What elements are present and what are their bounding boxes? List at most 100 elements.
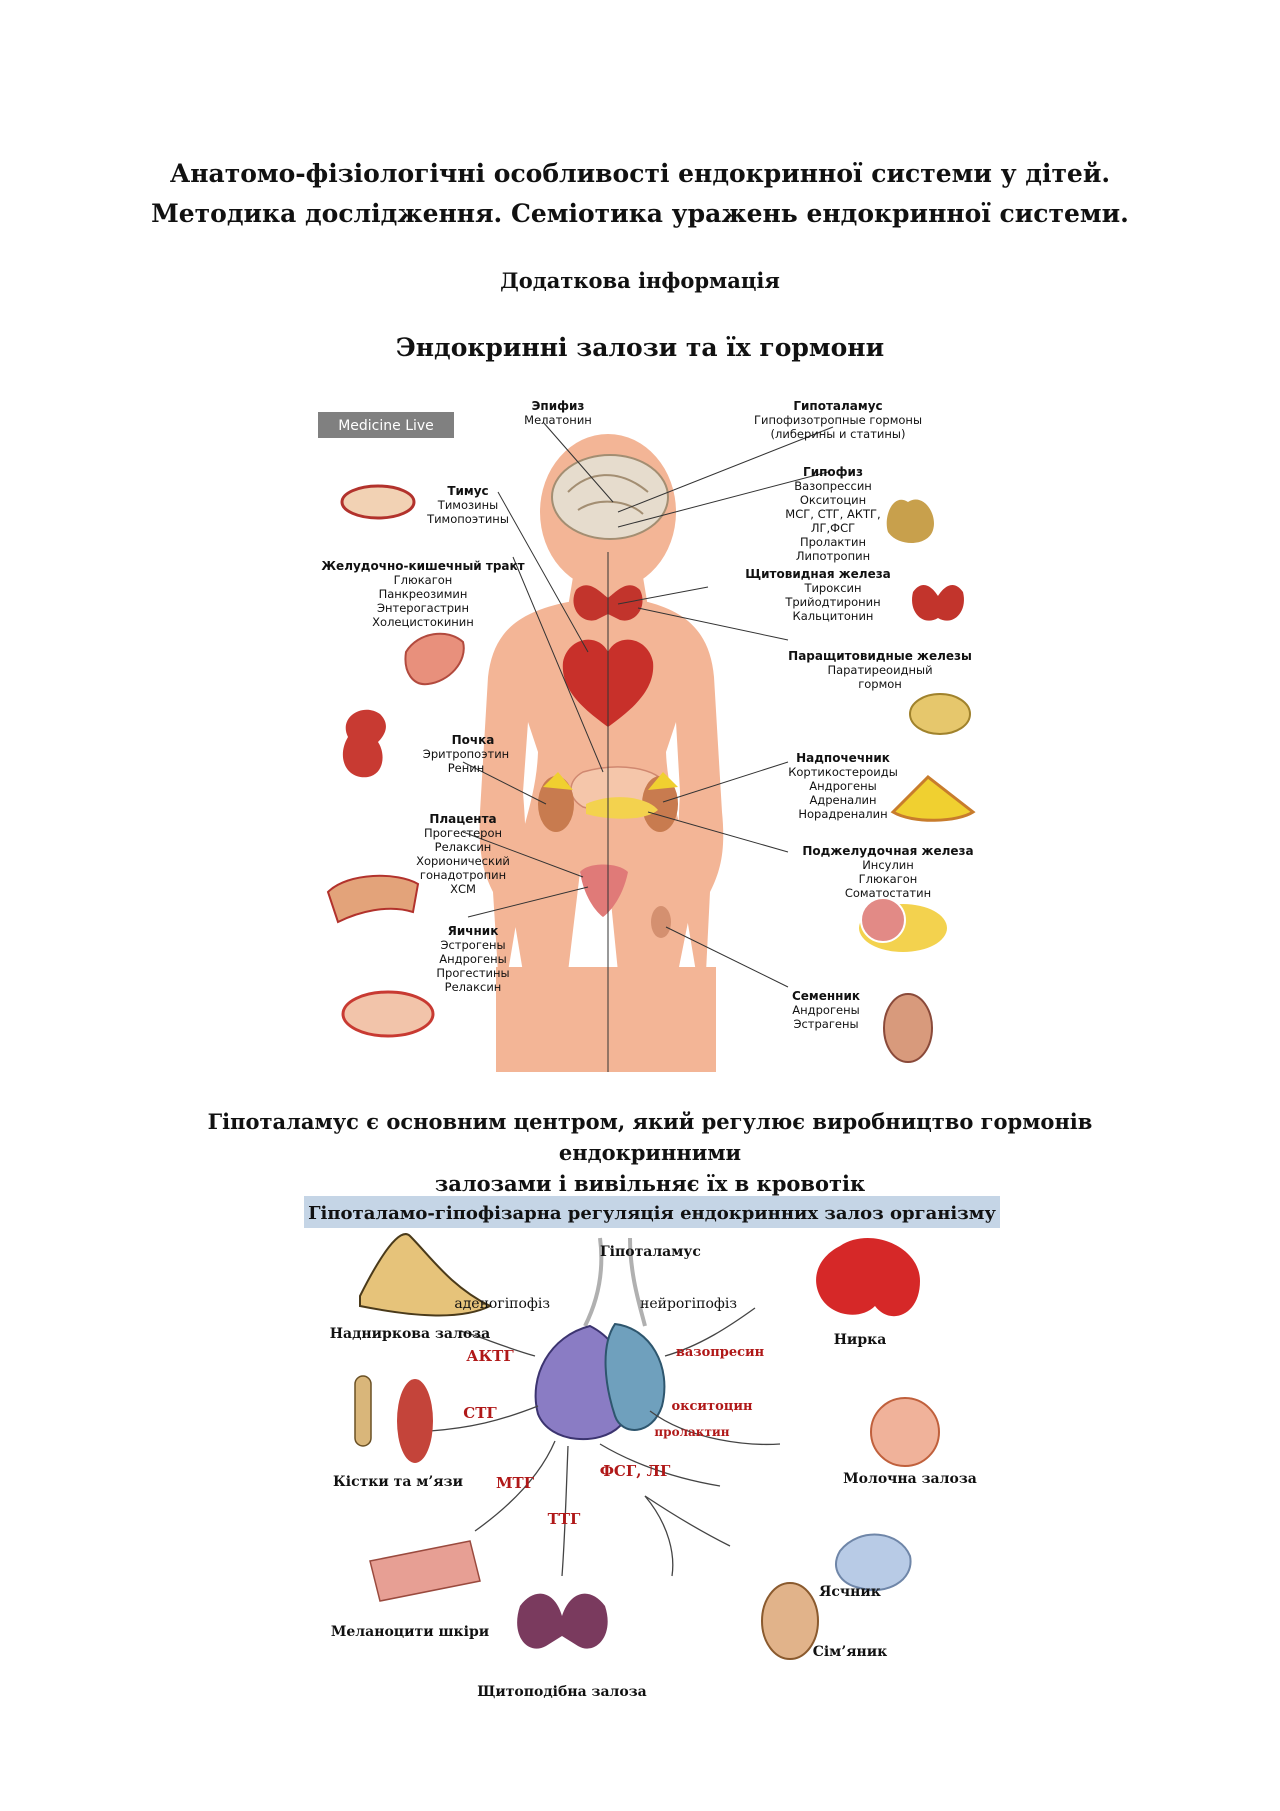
adrenal-illustration [543, 772, 678, 790]
document-subtitle: Додаткова інформація [500, 268, 780, 293]
mammary-illustration [870, 1397, 940, 1467]
adrenal-label: Наднирковa залоза [330, 1326, 490, 1342]
gut-illustration [404, 632, 465, 686]
gland-name: Семенник [792, 989, 860, 1003]
brain-illustration [551, 454, 669, 540]
gland-hormone: Эритропоэтин [423, 747, 509, 761]
gland-hormone: Тимопоэтины [426, 512, 509, 526]
gland-hormone: Холецистокинин [372, 615, 474, 629]
gland-placenta: Плацента Прогестерон Релаксин Хорионичес… [416, 812, 510, 896]
gland-hormone: Хорионический [416, 854, 510, 868]
kidney-label: Нирка [834, 1332, 887, 1348]
neurohypophysis-illustration [604, 1322, 666, 1431]
gland-hormone: Энтерогастрин [377, 601, 469, 615]
statement-line-1: Гіпоталамус є основним центром, який рег… [207, 1109, 1093, 1165]
gland-name: Желудочно-кишечный тракт [321, 559, 524, 573]
hypothalamic-pituitary-figure: Гіпоталамо-гіпофізарна регуляція ендокри… [304, 1196, 1000, 1700]
testis-label: Сім’яник [813, 1644, 888, 1660]
stg-label: СТГ [463, 1404, 497, 1422]
parathyroid-illustration [909, 693, 971, 735]
ovary-label: Ясчник [819, 1584, 881, 1600]
gland-hormone: Андрогены [439, 952, 506, 966]
fsh-lh-label: ФСГ, ЛГ [600, 1462, 671, 1480]
testis-outer-illustration [883, 993, 933, 1063]
gland-testis: Семенник Андрогены Эстрагены [792, 989, 860, 1031]
gland-hormone: Кортикостероиды [788, 765, 898, 779]
regulation-arrows [429, 1307, 781, 1577]
skin-illustration [369, 1540, 481, 1602]
gland-name: Тимус [447, 484, 488, 498]
adrenal-outer-illustration [890, 775, 976, 822]
mtg-label: МТГ [496, 1474, 535, 1492]
gland-pancreas: Поджелудочная железа Инсулин Глюкагон Со… [802, 844, 973, 900]
gland-thyroid: Щитовидная железа Тироксин Трийодтиронин… [745, 567, 891, 623]
gland-hormone: Глюкагон [859, 872, 918, 886]
islet-illustration [860, 897, 906, 943]
acth-label: АКТГ [466, 1347, 514, 1365]
oxytocin-label: окситоцин [671, 1399, 753, 1414]
gland-hormone: Андрогены [809, 779, 876, 793]
hypothalamus-statement: Гіпоталамус є основним центром, який рег… [120, 1106, 1180, 1199]
hypothalamus-stalk [583, 1237, 647, 1327]
gland-hormone: Андрогены [792, 1003, 859, 1017]
gland-hormone: Эстрогены [440, 938, 505, 952]
section-title: Эндокринні залози та їх гормони [395, 333, 885, 362]
pancreas-illustration [586, 797, 658, 819]
gland-name: Почка [452, 733, 495, 747]
gland-hormone: Инсулин [862, 858, 914, 872]
gland-pineal: Эпифиз Мелатонин [524, 399, 592, 427]
prolactin-label: пролактин [654, 1425, 729, 1439]
gland-kidney: Почка Эритропоэтин Ренин [423, 733, 509, 775]
gland-hormone: гормон [858, 677, 902, 691]
gland-adrenal: Надпочечник Кортикостероиды Андрогены Ад… [788, 751, 898, 821]
gland-pituitary: Гипофиз Вазопрессин Окситоцин МСГ, СТГ, … [785, 465, 880, 563]
gland-name: Щитовидная железа [745, 567, 891, 581]
document-title-line-1: Анатомо-фізіологічні особливості ендокри… [169, 159, 1111, 188]
muscle-illustration [397, 1379, 433, 1463]
gland-hormone: Ренин [448, 761, 485, 775]
gland-hypothalamus: Гипоталамус Гипофизотропные гормоны (либ… [754, 399, 922, 441]
gland-hormone: Соматостатин [845, 886, 931, 900]
thymus-illustration [340, 484, 416, 520]
gland-name: Гипофиз [803, 465, 863, 479]
bone-illustration [354, 1375, 372, 1447]
gland-hormone: ХСМ [450, 882, 476, 896]
figure2-title-bar [304, 1196, 1000, 1228]
gland-hormone: (либерины и статины) [771, 427, 906, 441]
leader-lines [462, 421, 834, 1072]
thyroid-outer-illustration [912, 584, 964, 621]
gland-hormone: Панкреозимин [379, 587, 468, 601]
gland-hormone: Эстрагены [793, 1017, 858, 1031]
gland-name: Паращитовидные железы [788, 649, 972, 663]
gland-hormone: Глюкагон [394, 573, 453, 587]
figure2-title: Гіпоталамо-гіпофізарна регуляція ендокри… [308, 1203, 996, 1224]
gland-hormone: Адреналин [809, 793, 876, 807]
gland-hormone: Вазопрессин [794, 479, 872, 493]
gland-hormone: Релаксин [445, 980, 502, 994]
placenta-illustration [326, 874, 420, 924]
neurohypophysis-label: нейрогіпофіз [640, 1296, 737, 1312]
gland-ovary: Яичник Эстрогены Андрогены Прогестины Ре… [436, 924, 509, 994]
gland-name: Надпочечник [796, 751, 890, 765]
document-title-line-2: Методика дослідження. Семіотика уражень … [151, 199, 1129, 228]
kidney-left-illustration [538, 776, 574, 832]
gland-hormone: Липотропин [796, 549, 870, 563]
uterus-illustration [580, 864, 628, 917]
kidney-outer-illustration [342, 709, 386, 778]
gland-hormone: Прогестерон [424, 826, 502, 840]
gland-name: Поджелудочная железа [802, 844, 973, 858]
gland-hormone: Норадреналин [798, 807, 887, 821]
thyroid-label: Щитоподібна залоза [477, 1684, 646, 1700]
gland-hormone: Окситоцин [800, 493, 866, 507]
gland-hormone: Мелатонин [524, 413, 592, 427]
gland-name: Гипоталамус [793, 399, 882, 413]
thyroid-gland-illustration [517, 1593, 608, 1649]
gland-hormone: Прогестины [436, 966, 509, 980]
mammary-label: Молочна залоза [843, 1471, 977, 1487]
watermark-box [318, 412, 454, 438]
testis-illustration [651, 906, 671, 938]
bones-muscles-label: Кістки та м’язи [333, 1474, 463, 1490]
gland-hormone: МСГ, СТГ, АКТГ, [785, 507, 880, 521]
gland-parathyroid: Паращитовидные железы Паратиреоидный гор… [788, 649, 972, 691]
ttg-label: ТТГ [548, 1510, 581, 1528]
